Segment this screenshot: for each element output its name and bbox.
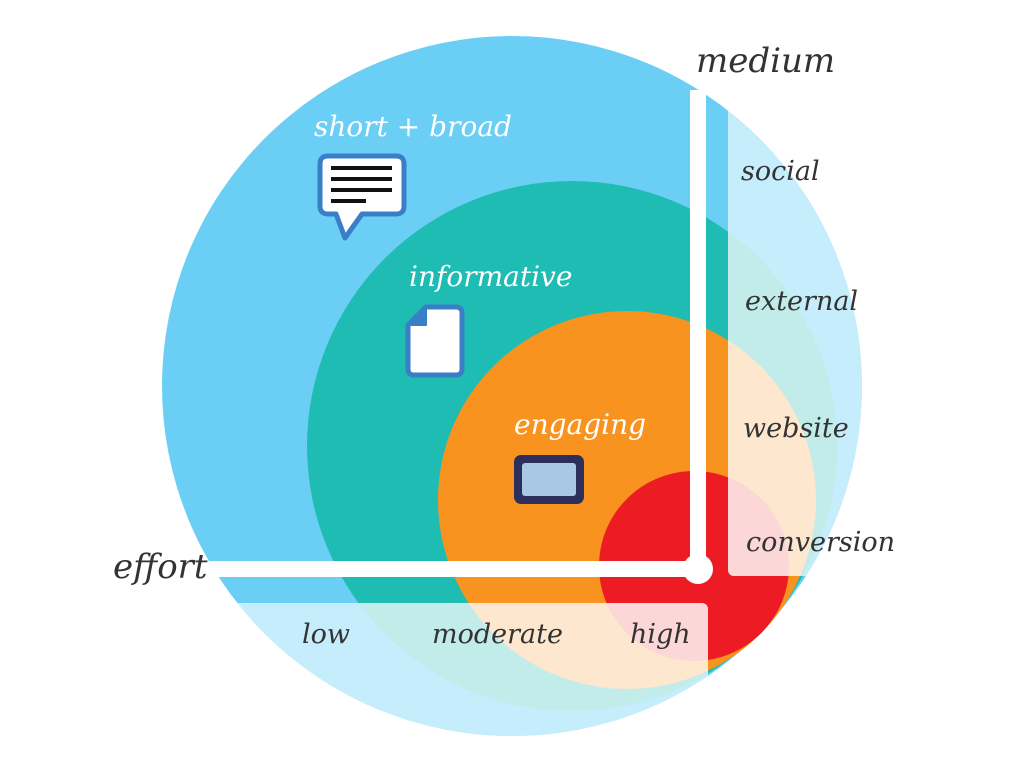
medium-level-labels: social external website conversion — [741, 156, 895, 558]
speech-bubble-icon — [317, 153, 407, 241]
effort-level-labels: low moderate high — [302, 619, 691, 650]
ring-label-informative: informative — [409, 260, 572, 293]
medium-level-social: social — [741, 156, 820, 187]
effort-band — [162, 603, 708, 736]
screen-frame-icon — [514, 455, 584, 504]
axis-origin-dot — [683, 554, 713, 584]
ring-label-engaging: engaging — [514, 408, 646, 441]
effort-band-core — [599, 603, 708, 661]
effort-level-moderate: moderate — [432, 619, 563, 650]
medium-level-website: website — [743, 413, 849, 444]
medium-axis-title: medium — [696, 41, 835, 81]
ring-label-short-broad: short + broad — [314, 110, 512, 143]
medium-band-core — [728, 471, 789, 576]
effort-axis-title: effort — [113, 547, 208, 587]
medium-band — [728, 90, 862, 576]
effort-axis-line — [205, 561, 705, 577]
medium-axis-line — [690, 90, 706, 572]
effort-level-low: low — [302, 619, 350, 650]
axes — [205, 90, 713, 584]
effort-level-high: high — [630, 619, 691, 650]
ring-labels: short + broad informative engaging — [314, 110, 646, 441]
document-icon — [405, 304, 465, 378]
medium-level-conversion: conversion — [746, 527, 895, 558]
medium-level-external: external — [745, 286, 858, 317]
